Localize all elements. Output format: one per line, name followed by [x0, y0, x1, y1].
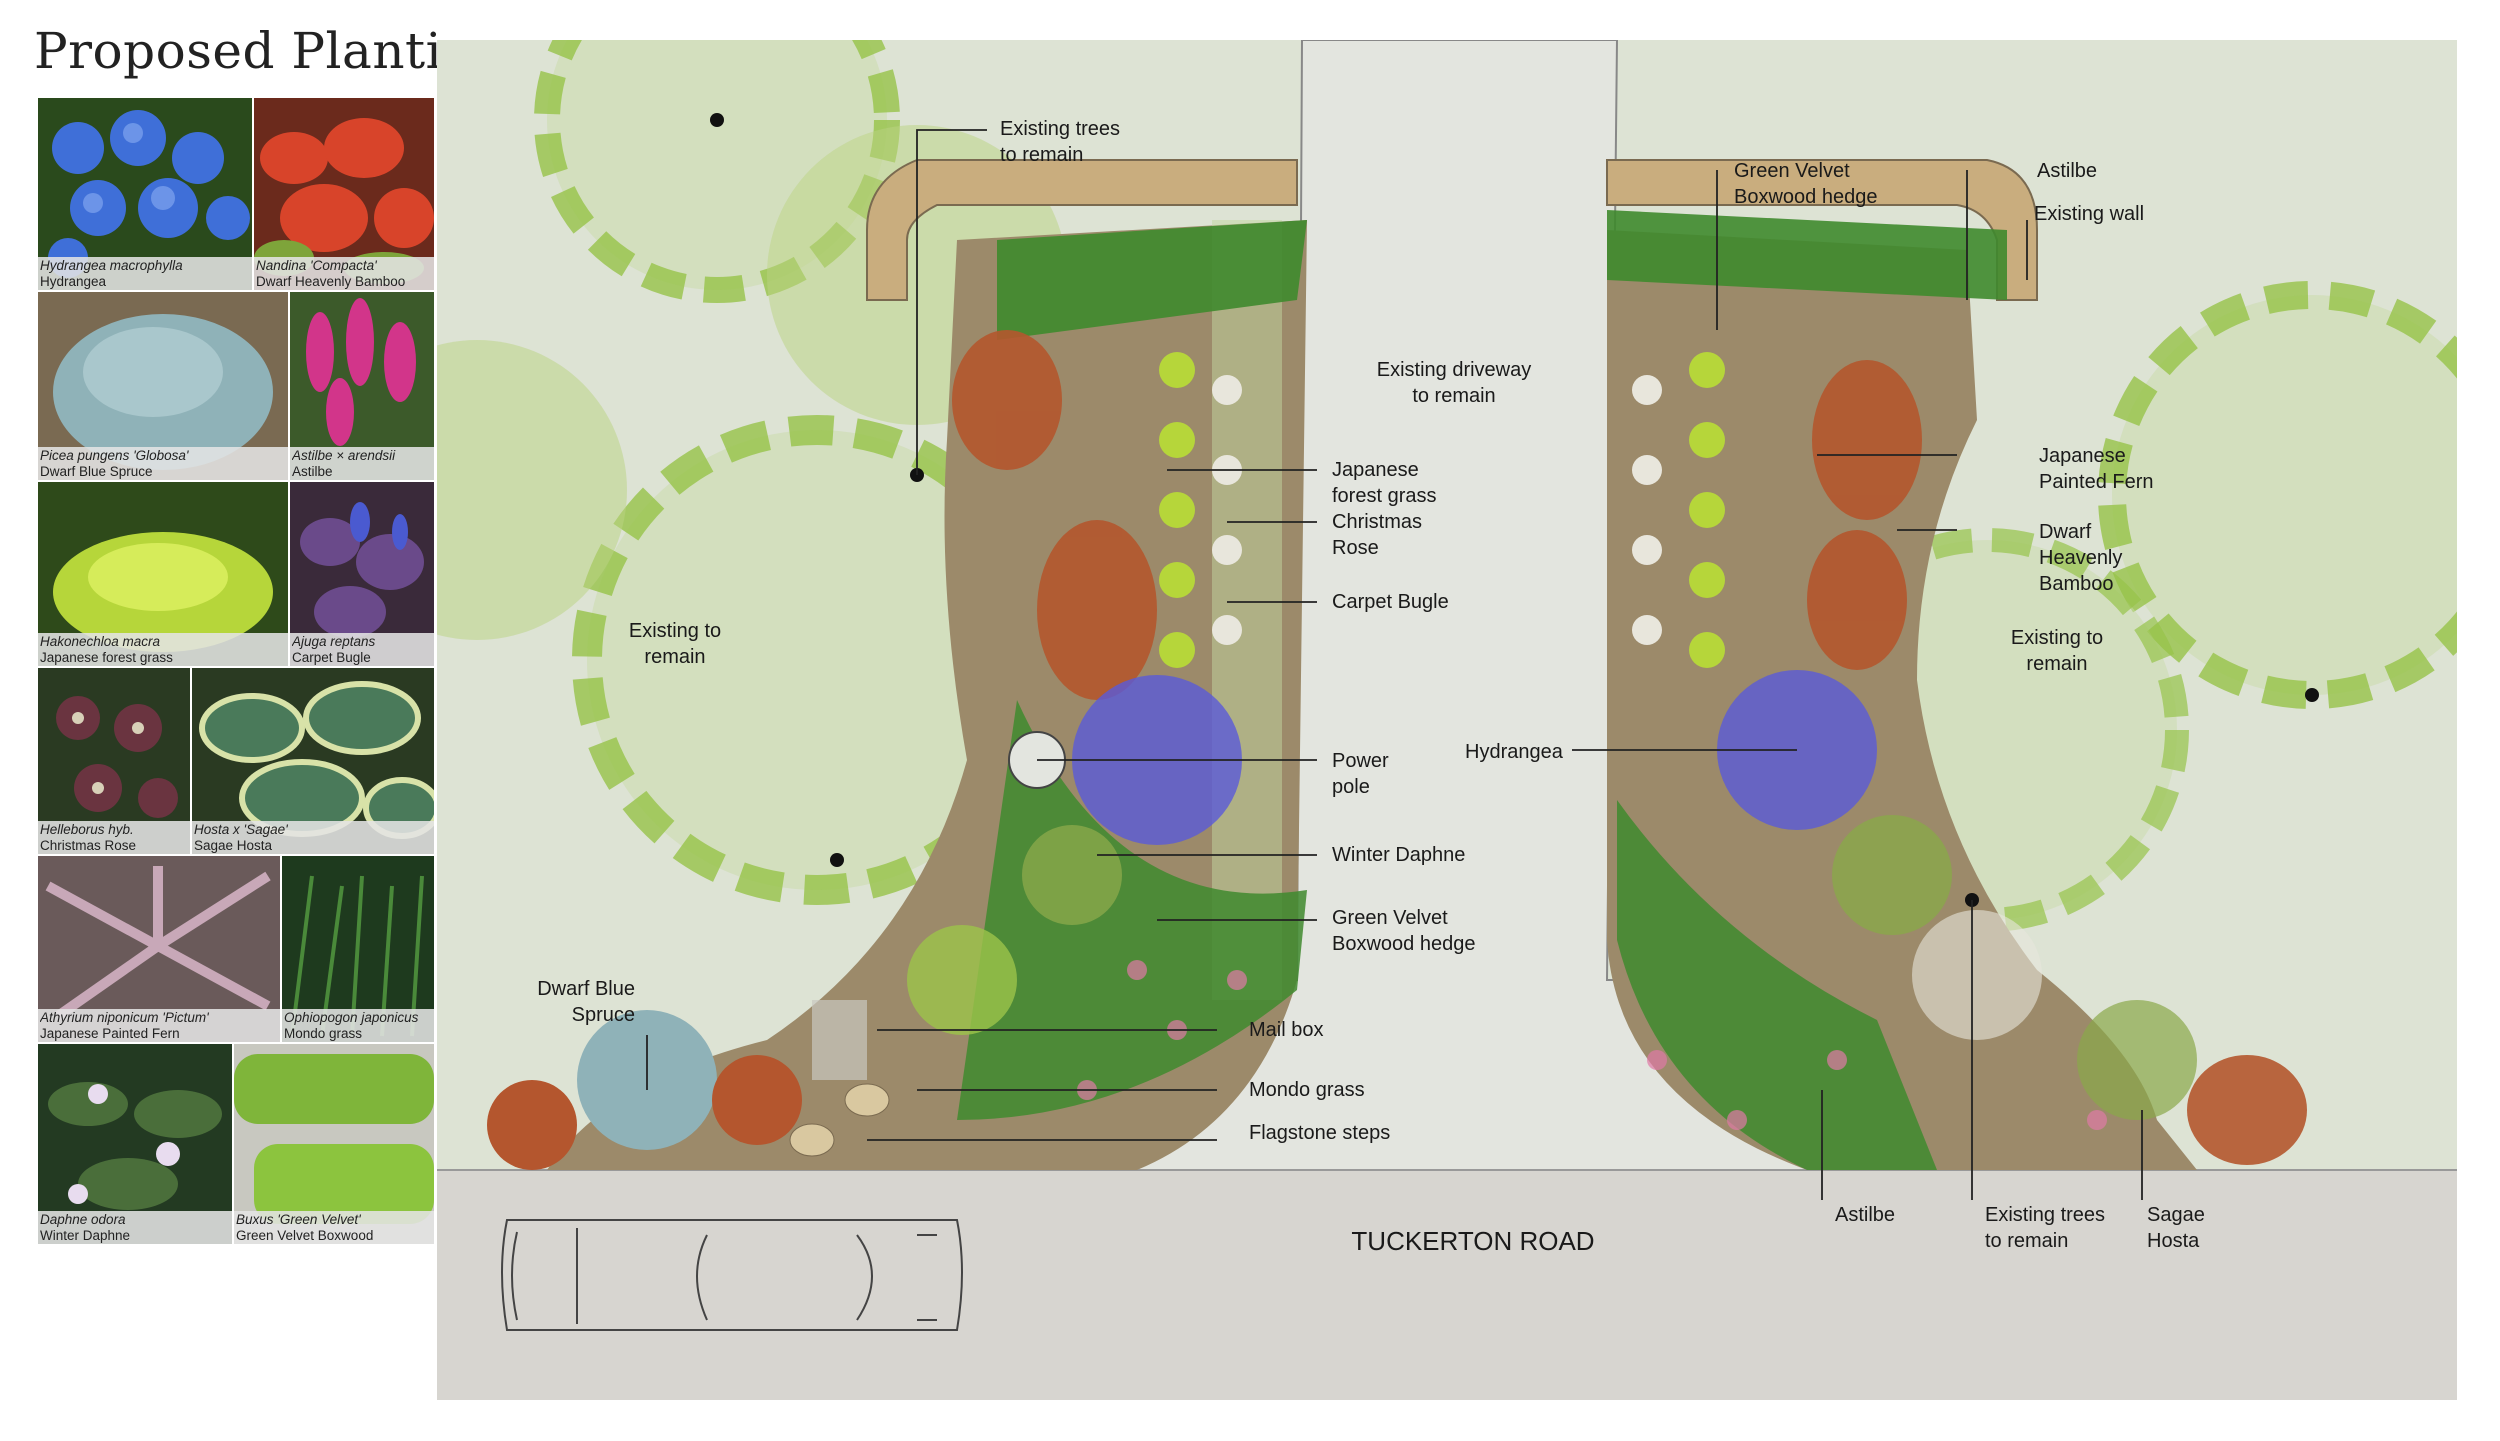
legend-common-name: Japanese Painted Fern: [40, 1026, 180, 1041]
legend-common-name: Dwarf Heavenly Bamboo: [256, 274, 406, 289]
legend-common-name: Mondo grass: [284, 1026, 363, 1041]
hydrangea-photo-icon: [38, 98, 252, 290]
label-astilbe-bottom: Astilbe: [1835, 1204, 1895, 1226]
right-planting-bed: [1606, 159, 2307, 1170]
legend-common-name: Carpet Bugle: [292, 650, 371, 665]
legend-item-hosta: Hosta x 'Sagae'Sagae Hosta: [192, 668, 434, 854]
label-existing-wall: Existing wall: [2034, 203, 2144, 225]
legend-latin-name: Hydrangea macrophylla: [40, 258, 183, 273]
legend-latin-name: Buxus 'Green Velvet': [236, 1212, 361, 1227]
legend-latin-name: Hakonechloa macra: [40, 634, 161, 649]
legend-common-name: Green Velvet Boxwood: [236, 1228, 374, 1243]
label-carpet-bugle: Carpet Bugle: [1332, 591, 1449, 613]
legend-latin-name: Ophiopogon japonicus: [284, 1010, 419, 1025]
label-mondo-grass: Mondo grass: [1249, 1079, 1365, 1101]
legend-item-painted-fern: Athyrium niponicum 'Pictum'Japanese Pain…: [38, 856, 280, 1042]
legend-latin-name: Astilbe × arendsii: [292, 448, 396, 463]
legend-common-name: Winter Daphne: [40, 1228, 131, 1243]
page-title: Proposed Planting: [34, 22, 508, 80]
legend-latin-name: Nandina 'Compacta': [256, 258, 377, 273]
car-outline-icon: [501, 1219, 963, 1331]
label-road: TUCKERTON ROAD: [1351, 1226, 1594, 1256]
legend-item-spruce: Picea pungens 'Globosa'Dwarf Blue Spruce: [38, 292, 288, 480]
leader-lines: [646, 129, 2143, 1200]
legend-latin-name: Daphne odora: [40, 1212, 126, 1227]
legend-item-boxwood: Buxus 'Green Velvet'Green Velvet Boxwood: [234, 1044, 434, 1244]
tuckerton-road: [437, 1170, 2457, 1400]
legend-latin-name: Ajuga reptans: [292, 634, 376, 649]
legend-latin-name: Hosta x 'Sagae': [194, 822, 288, 837]
label-mail-box: Mail box: [1249, 1019, 1323, 1041]
legend-latin-name: Helleborus hyb.: [40, 822, 134, 837]
legend-common-name: Dwarf Blue Spruce: [40, 464, 153, 479]
left-planting-bed: [487, 159, 1307, 1170]
legend-common-name: Christmas Rose: [40, 838, 137, 853]
winter-daphne-photo-icon: [38, 1044, 232, 1244]
legend-common-name: Astilbe: [292, 464, 333, 479]
mail-box: [812, 1000, 867, 1080]
label-winter-daphne: Winter Daphne: [1332, 844, 1465, 866]
tree-canopy-left: [437, 40, 1067, 905]
legend-common-name: Japanese forest grass: [40, 650, 173, 665]
legend-latin-name: Athyrium niponicum 'Pictum': [40, 1010, 209, 1025]
existing-wall-right: [1606, 159, 2038, 301]
legend-common-name: Hydrangea: [40, 274, 107, 289]
legend-common-name: Sagae Hosta: [194, 838, 273, 853]
existing-wall-left: [866, 159, 1298, 301]
legend-latin-name: Picea pungens 'Globosa': [40, 448, 189, 463]
legend-item-christmas-rose: Helleborus hyb.Christmas Rose: [38, 668, 190, 854]
boxwood-photo-icon: [234, 1044, 434, 1244]
label-astilbe-top: Astilbe: [2037, 160, 2097, 182]
label-hydrangea: Hydrangea: [1465, 741, 1564, 763]
legend-item-nandina: Nandina 'Compacta'Dwarf Heavenly Bamboo: [254, 98, 434, 290]
label-flagstone-steps: Flagstone steps: [1249, 1122, 1390, 1144]
